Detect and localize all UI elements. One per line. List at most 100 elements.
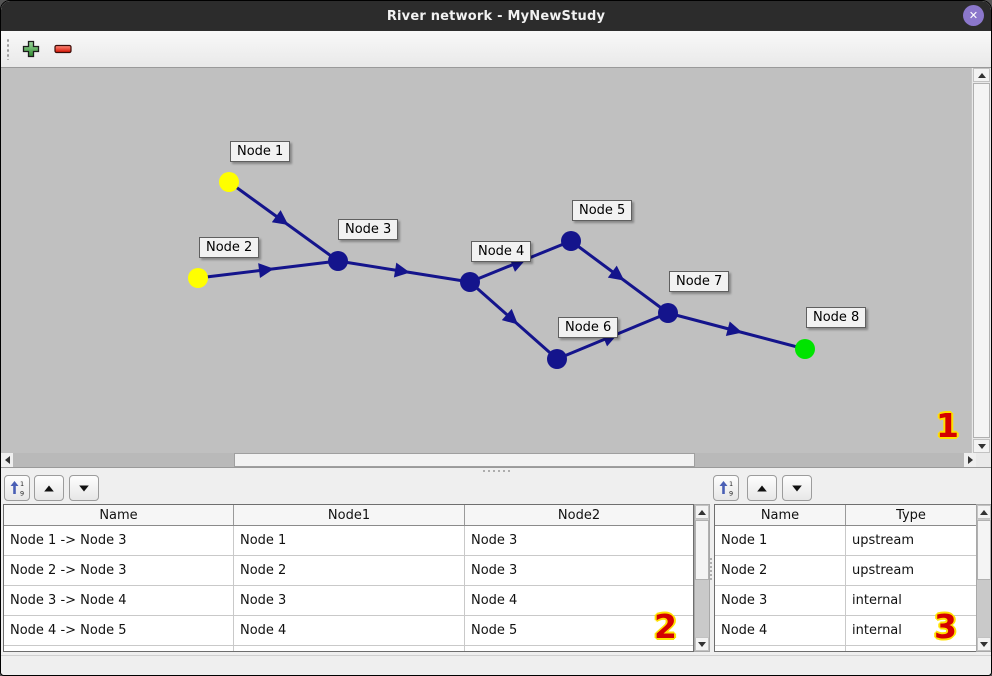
table-cell[interactable]: Node 2 -> Node 3 [4, 556, 234, 585]
network-link[interactable] [469, 280, 558, 361]
network-node[interactable] [460, 272, 480, 292]
toolbar-drag-handle[interactable] [6, 38, 11, 60]
network-node[interactable] [795, 339, 815, 359]
add-node-button[interactable] [19, 36, 43, 62]
table-cell[interactable]: Node 2 [715, 556, 846, 585]
table-cell[interactable]: Node 3 [234, 586, 465, 615]
node-label[interactable]: Node 5 [572, 200, 633, 221]
table-cell[interactable]: Node 1 [234, 526, 465, 555]
sort-1-9-icon: 1 9 [10, 480, 24, 496]
table-row[interactable]: Node 1 upstream [715, 526, 976, 556]
table-cell[interactable]: Node 4 [715, 616, 846, 645]
table-cell[interactable]: Node 3 [471, 563, 518, 578]
scroll-right-button[interactable] [964, 453, 976, 467]
table-splitter[interactable] [708, 557, 714, 581]
scrollbar-thumb[interactable] [977, 520, 991, 580]
nodes-move-down-button[interactable] [782, 475, 812, 501]
scrollbar-thumb[interactable] [695, 520, 709, 580]
network-node[interactable] [561, 231, 581, 251]
title-bar[interactable]: River network - MyNewStudy ✕ [1, 1, 991, 31]
table-cell[interactable]: Node 4 -> Node 5 [4, 616, 234, 645]
triangle-up-icon [44, 485, 54, 491]
scrollbar-thumb[interactable] [973, 83, 990, 438]
table-cell[interactable]: upstream [852, 533, 915, 548]
scroll-up-button[interactable] [695, 505, 709, 519]
table-cell[interactable]: Node 2 [234, 556, 465, 585]
links-table-scrollbar[interactable] [694, 504, 710, 652]
column-header[interactable]: Type [896, 507, 926, 523]
table-cell [465, 646, 693, 651]
network-node[interactable] [658, 303, 678, 323]
triangle-down-icon [79, 485, 89, 491]
splitter-dot [507, 469, 510, 472]
links-move-up-button[interactable] [34, 475, 64, 501]
table-cell[interactable]: internal [852, 623, 902, 638]
scroll-down-button[interactable] [977, 637, 991, 651]
close-button[interactable]: ✕ [963, 5, 984, 26]
pane-splitter[interactable] [1, 467, 991, 473]
splitter-dot [710, 570, 712, 572]
network-link[interactable] [667, 311, 806, 351]
node-label[interactable]: Node 8 [806, 307, 867, 328]
svg-text:1: 1 [20, 480, 24, 488]
nodes-sort-button[interactable]: 1 9 [713, 475, 739, 501]
empty-row [715, 646, 976, 651]
column-header[interactable]: Name [715, 505, 846, 525]
scroll-up-button[interactable] [973, 68, 990, 82]
scroll-up-button[interactable] [977, 505, 991, 519]
network-link[interactable] [570, 239, 669, 315]
nodes-table-scrollbar[interactable] [976, 504, 991, 652]
network-link[interactable] [197, 259, 339, 280]
node-label[interactable]: Node 3 [338, 219, 399, 240]
sort-1-9-icon: 1 9 [719, 480, 733, 496]
network-graph [188, 172, 815, 369]
table-cell[interactable]: Node 3 [471, 533, 518, 548]
scroll-down-button[interactable] [695, 637, 709, 651]
column-header[interactable]: Node1 [234, 505, 465, 525]
table-cell[interactable]: Node 5 [471, 623, 518, 638]
table-cell[interactable]: Node 4 [234, 616, 465, 645]
node-label[interactable]: Node 6 [558, 317, 619, 338]
links-move-down-button[interactable] [69, 475, 99, 501]
column-header[interactable]: Node2 [557, 507, 601, 523]
canvas-horizontal-scrollbar[interactable] [1, 453, 976, 467]
network-link[interactable] [228, 180, 339, 263]
network-node[interactable] [219, 172, 239, 192]
close-icon: ✕ [968, 9, 979, 22]
column-header[interactable]: Name [4, 505, 234, 525]
nodes-move-up-button[interactable] [747, 475, 777, 501]
table-cell[interactable]: upstream [852, 563, 915, 578]
scroll-down-button[interactable] [973, 439, 990, 453]
triangle-up-icon [757, 485, 767, 491]
table-row[interactable]: Node 4 internal [715, 616, 976, 646]
table-cell[interactable]: Node 1 -> Node 3 [4, 526, 234, 555]
node-label[interactable]: Node 2 [199, 237, 260, 258]
network-node[interactable] [547, 349, 567, 369]
table-row[interactable]: Node 2 upstream [715, 556, 976, 586]
links-sort-button[interactable]: 1 9 [4, 475, 30, 501]
table-row[interactable]: Node 3 internal [715, 586, 976, 616]
scroll-left-button[interactable] [1, 453, 13, 467]
table-cell [715, 646, 846, 651]
triangle-down-icon [977, 443, 986, 449]
node-label[interactable]: Node 7 [669, 271, 730, 292]
scrollbar-thumb[interactable] [234, 453, 695, 467]
remove-node-button[interactable] [51, 36, 75, 62]
table-cell[interactable]: Node 3 [715, 586, 846, 615]
table-cell[interactable]: internal [852, 593, 902, 608]
canvas-vertical-scrollbar[interactable] [971, 68, 991, 453]
table-controls-row: 1 9 1 9 [1, 473, 991, 503]
network-node[interactable] [328, 251, 348, 271]
network-node[interactable] [188, 268, 208, 288]
network-link[interactable] [337, 259, 471, 284]
table-cell[interactable]: Node 3 -> Node 4 [4, 586, 234, 615]
table-cell[interactable]: Node 1 [715, 526, 846, 555]
node-label[interactable]: Node 4 [471, 241, 532, 262]
node-label[interactable]: Node 1 [230, 141, 291, 162]
table-cell[interactable]: Node 4 [471, 593, 518, 608]
